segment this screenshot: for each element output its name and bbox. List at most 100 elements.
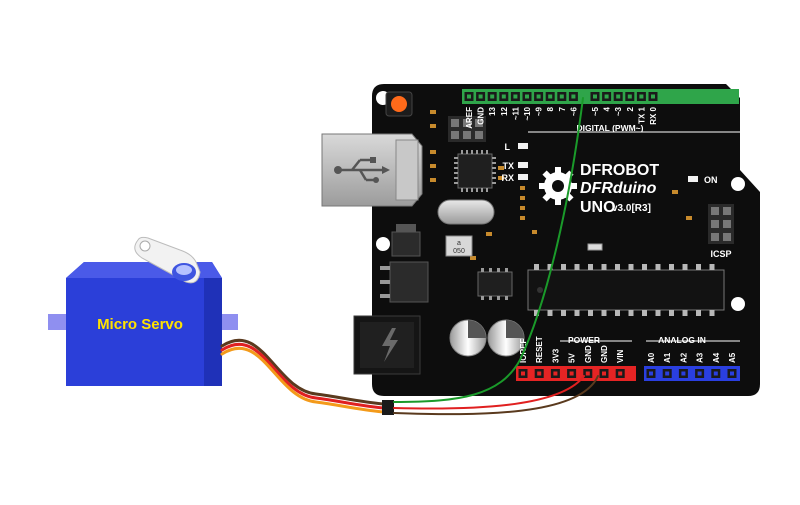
- header-socket-hole: [627, 94, 632, 99]
- pin-label: VIN: [616, 349, 625, 363]
- pin-label: A4: [712, 352, 721, 363]
- chip-pin: [534, 310, 539, 316]
- header-socket-hole: [649, 371, 653, 376]
- header-socket-hole: [602, 371, 606, 376]
- mounting-hole: [731, 177, 745, 191]
- pin-label: GND: [600, 345, 609, 363]
- pin-label: GND: [584, 345, 593, 363]
- chip-pin: [682, 264, 688, 270]
- chip-pin: [615, 264, 620, 270]
- servo-body: [66, 262, 222, 386]
- electrolytic-capacitor: [449, 319, 487, 357]
- header-socket-hole: [553, 371, 558, 376]
- header-socket-hole: [604, 94, 609, 99]
- power-wire: [393, 375, 585, 410]
- chip-pin: [655, 264, 661, 270]
- voltage-regulator: [380, 261, 429, 303]
- header-socket-hole: [478, 94, 483, 99]
- chip-pin: [628, 310, 634, 316]
- servo-label: Micro Servo: [97, 316, 183, 333]
- power-section-label: POWER: [568, 335, 600, 345]
- header-socket-hole: [536, 94, 541, 99]
- header-socket-hole: [730, 371, 734, 376]
- pin-label: ~10: [523, 106, 532, 120]
- servo-horn: [134, 236, 201, 284]
- analog-section-label: ANALOG IN: [658, 335, 706, 345]
- icsp-header-usb: [448, 116, 486, 142]
- usb-connector: [321, 133, 423, 207]
- power-led: ON: [688, 175, 718, 185]
- pin-label: A2: [679, 352, 688, 363]
- header-socket-hole: [665, 371, 670, 376]
- header-socket-hole: [525, 94, 529, 99]
- chip-pin: [615, 310, 620, 316]
- pin-label: 7: [558, 106, 567, 111]
- atmega-microcontroller: [527, 264, 725, 316]
- chip-pin: [696, 264, 701, 270]
- header-socket-hole: [585, 371, 590, 376]
- servo-cable: [220, 338, 394, 415]
- servo-cable-brown: [220, 338, 386, 406]
- pin-label: ~3: [614, 106, 623, 116]
- dc-barrel-jack: [353, 315, 421, 375]
- servo-cable-orange: [220, 346, 386, 414]
- micro-servo: Micro Servo: [48, 236, 238, 386]
- mounting-hole: [731, 297, 745, 311]
- header-socket-hole: [681, 371, 686, 376]
- digital-section-label: DIGITAL (PWM~): [577, 123, 644, 133]
- crystal-oscillator: [437, 199, 495, 225]
- pin-label: ~9: [535, 106, 544, 116]
- chip-pin: [547, 310, 553, 316]
- header-socket-hole: [651, 94, 655, 99]
- chip-pin: [655, 310, 661, 316]
- chip-pin: [642, 310, 647, 316]
- pin-label: TX 1: [637, 106, 646, 123]
- dfrduino-uno-board: a 050: [321, 84, 760, 396]
- pin-label: ~6: [569, 106, 578, 116]
- usb-interface-chip: [454, 150, 496, 192]
- brand-name: DFROBOT: [580, 162, 659, 179]
- chip-pin: [561, 310, 566, 316]
- chip-pin: [547, 264, 553, 270]
- servo-connector: [382, 400, 394, 415]
- lightning-bolt-icon: [382, 328, 398, 362]
- pin-label: 13: [488, 106, 497, 115]
- led-rx-label: RX: [501, 173, 514, 183]
- ground-wire: [393, 375, 599, 416]
- chip-pin: [669, 310, 674, 316]
- chip-pin: [561, 264, 566, 270]
- jumper-wires: [393, 97, 599, 416]
- pin-label: A1: [663, 352, 672, 363]
- board-version: v3.0[R3]: [612, 203, 651, 214]
- pin-label: 8: [546, 106, 555, 111]
- led-l-label: L: [505, 142, 511, 152]
- usb-icon: [334, 157, 390, 183]
- pin-label: 12: [500, 106, 509, 115]
- pin-label: 4: [603, 106, 612, 111]
- pin-label: GND: [477, 107, 486, 125]
- status-leds: L TX RX: [501, 142, 528, 183]
- chip-pin: [669, 264, 674, 270]
- pin-label: AREF: [465, 107, 474, 129]
- header-socket-hole: [513, 94, 518, 99]
- chip-pin: [628, 264, 634, 270]
- smd-resistor: [587, 243, 603, 251]
- mounting-hole: [376, 237, 390, 251]
- series-name: UNO: [580, 199, 616, 216]
- header-socket-hole: [548, 94, 553, 99]
- pin-label: A5: [728, 352, 737, 363]
- header-socket-hole: [593, 94, 597, 99]
- signal-wire: [393, 97, 584, 403]
- voltage-regulator: [391, 224, 421, 257]
- reset-button-cap: [391, 96, 407, 112]
- chip-pin: [601, 310, 607, 316]
- servo-cable-red: [220, 342, 386, 410]
- chip-pin: [601, 264, 607, 270]
- chip-pin: [642, 264, 647, 270]
- pin-label: ~11: [511, 106, 520, 120]
- chip-pin: [588, 264, 593, 270]
- chip-pin: [534, 264, 539, 270]
